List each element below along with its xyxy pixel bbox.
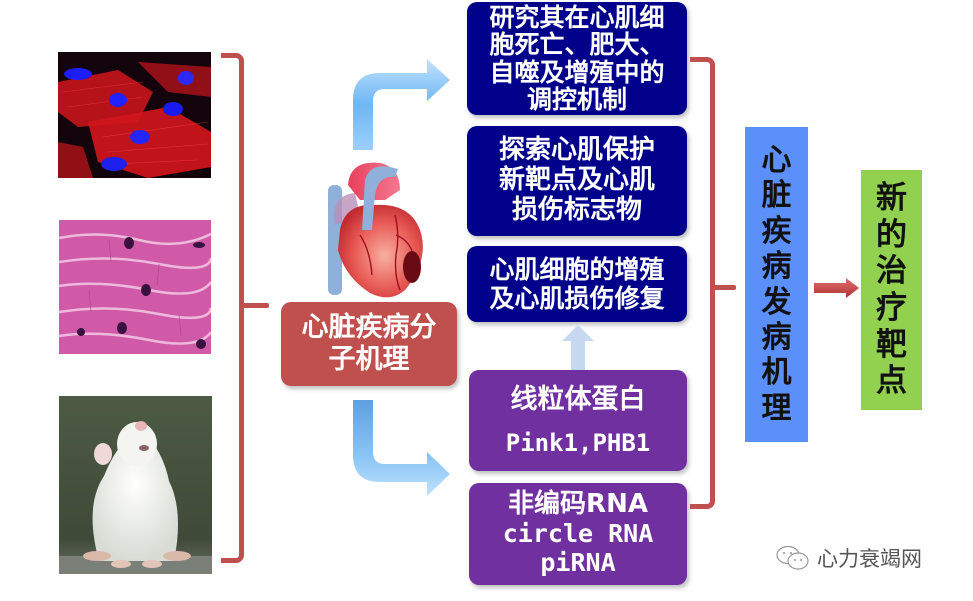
arrow-up-right (345, 55, 465, 150)
new-target-box: 新 的 治 疗 靶 点 (861, 170, 922, 410)
vchar: 脏 (761, 178, 792, 214)
box-line: 损伤标志物 (511, 194, 642, 225)
center-label-line-1: 心脏疾病分 (301, 312, 437, 344)
watermark: 心力衰竭网 (775, 543, 922, 573)
box-line: 自噬及增殖中的 (489, 57, 665, 87)
box-line: 研究其在心肌细 (489, 2, 665, 32)
center-label-box: 心脏疾病分 子机理 (281, 302, 457, 386)
vchar: 点 (876, 363, 907, 400)
box-line: piRNA (540, 547, 616, 577)
mechanism-box: 心 脏 疾 病 发 病 机 理 (745, 127, 808, 442)
wechat-icon (775, 545, 811, 571)
box-line: circle RNA (502, 519, 654, 549)
box-line: 探索心肌保护 (498, 135, 655, 166)
protection-target-box: 探索心肌保护 新靶点及心肌 损伤标志物 (467, 126, 687, 236)
cardiac-tissue-he-image (59, 220, 211, 354)
cardiomyocyte-fluorescence-image (58, 52, 211, 178)
vchar: 疾 (761, 213, 792, 249)
vchar: 心 (761, 142, 792, 178)
arrow-right-red (814, 278, 859, 298)
arrow-down-right (345, 400, 465, 500)
left-bracket-tick (239, 303, 269, 308)
box-line: 胞死亡、肥大、 (489, 30, 665, 59)
vchar: 的 (876, 216, 907, 253)
noncoding-rna-box: 非编码RNA circle RNA piRNA (469, 483, 687, 585)
vchar: 新 (876, 180, 907, 217)
heart-icon (300, 155, 440, 305)
vchar: 机 (761, 355, 792, 391)
vchar: 病 (761, 249, 792, 285)
vchar: 病 (761, 319, 792, 355)
vchar: 靶 (876, 326, 907, 363)
vchar: 疗 (876, 290, 907, 326)
center-label-line-2: 子机理 (328, 344, 410, 375)
lab-rat-image (59, 396, 212, 574)
box-line: 线粒体蛋白 (510, 384, 646, 416)
box-line: 心肌细胞的增殖 (489, 254, 665, 284)
box-line: 调控机制 (526, 85, 627, 114)
research-regulation-box: 研究其在心肌细 胞死亡、肥大、 自噬及增殖中的 调控机制 (467, 2, 687, 115)
watermark-text: 心力衰竭网 (817, 547, 922, 571)
vchar: 理 (761, 390, 792, 426)
proliferation-repair-box: 心肌细胞的增殖 及心肌损伤修复 (467, 246, 687, 322)
vchar: 治 (876, 253, 907, 290)
left-bracket (221, 53, 244, 563)
mitochondrial-protein-box: 线粒体蛋白 Pink1,PHB1 (469, 370, 687, 471)
box-line: 新靶点及心肌 (498, 165, 655, 196)
right-bracket-tick (710, 285, 736, 290)
box-line: 及心肌损伤修复 (489, 284, 665, 313)
box-line: Pink1,PHB1 (505, 429, 651, 458)
box-line: 非编码RNA (508, 489, 648, 520)
arrow-up-small (562, 325, 594, 370)
vchar: 发 (761, 284, 792, 320)
right-bracket (690, 57, 715, 509)
